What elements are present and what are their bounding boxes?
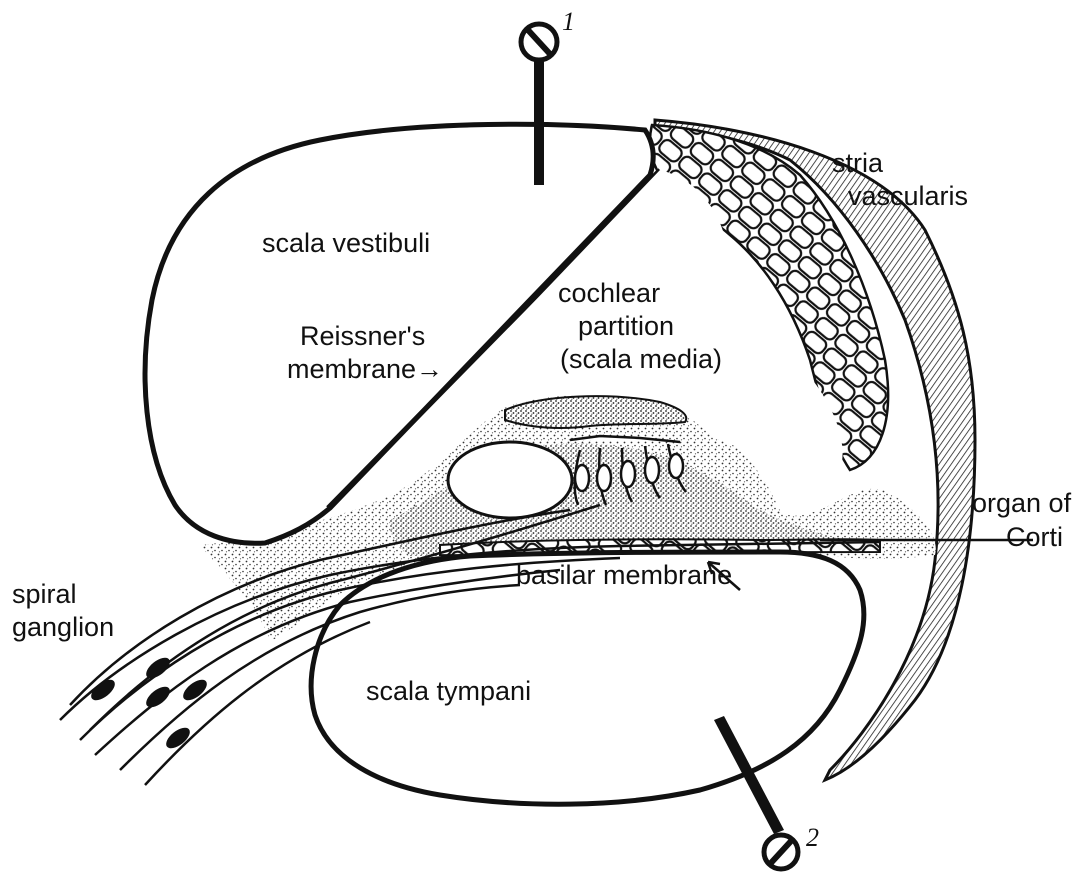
label-cochlear-partition-2: partition: [578, 311, 674, 341]
label-basilar-membrane: basilar membrane: [516, 560, 732, 590]
label-organ-of-corti-2: Corti: [1006, 522, 1063, 552]
tectorial-membrane: [505, 396, 686, 428]
electrode-1-number: 1: [562, 7, 575, 36]
label-spiral-ganglion-1: spiral: [12, 579, 77, 609]
label-cochlear-partition-1: cochlear: [558, 278, 660, 308]
label-stria-vascularis-1: stria: [832, 148, 884, 178]
label-spiral-ganglion-2: ganglion: [12, 612, 114, 642]
label-scala-vestibuli: scala vestibuli: [262, 228, 430, 258]
label-cochlear-partition-3: (scala media): [560, 344, 722, 374]
label-reissners-membrane-1: Reissner's: [300, 321, 425, 351]
label-stria-vascularis-2: vascularis: [848, 181, 968, 211]
inner-sulcus: [448, 442, 572, 518]
label-organ-of-corti-1: organ of: [972, 488, 1072, 518]
label-scala-tympani: scala tympani: [366, 676, 531, 706]
label-reissners-membrane-2: membrane→: [287, 354, 443, 384]
electrode-2-number: 2: [806, 823, 819, 852]
